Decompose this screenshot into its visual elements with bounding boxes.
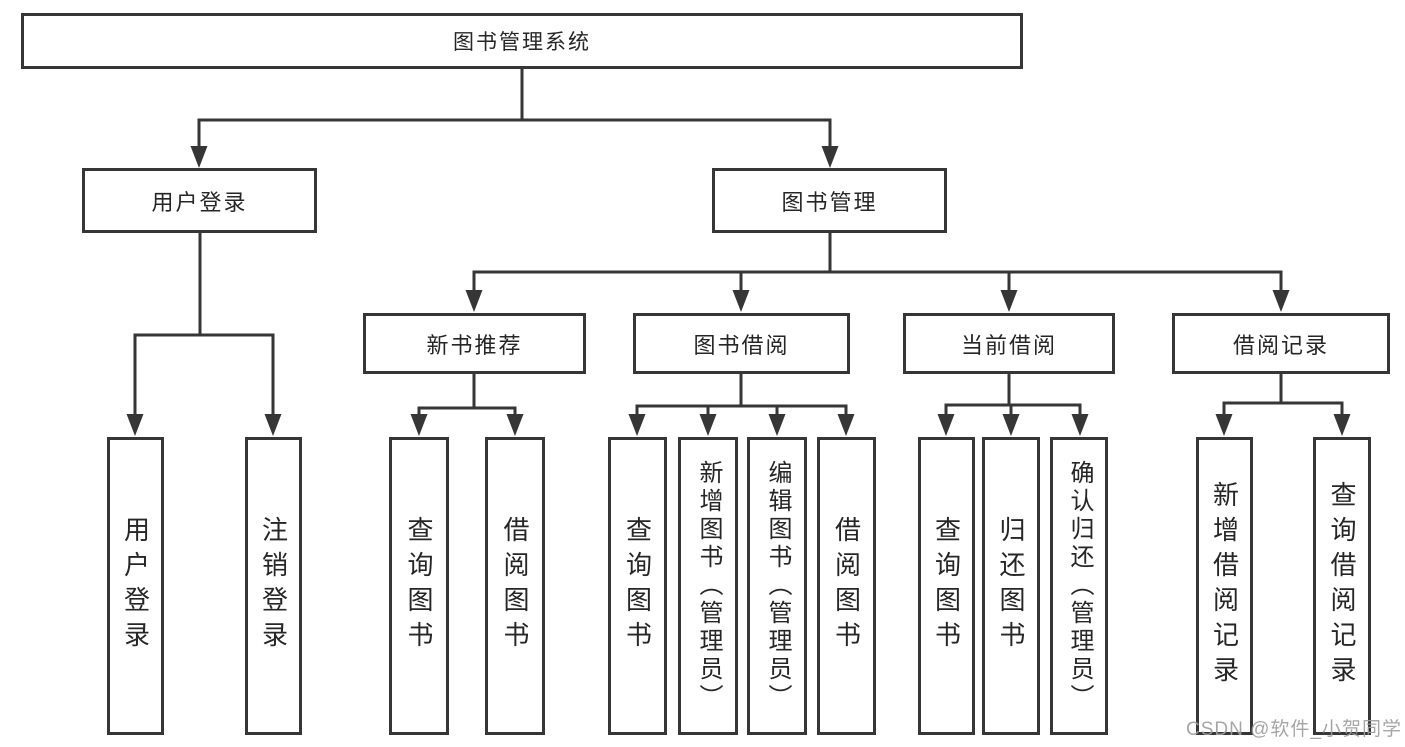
node-book-management: 图书管理: [712, 168, 947, 233]
leaf-logout: 注销登录: [245, 437, 302, 735]
leaf-borrow-books: 借阅图书: [817, 437, 876, 735]
node-label: 图书管理系统: [453, 31, 591, 54]
leaf-label: 查询图书: [404, 516, 434, 656]
arrowhead-icons: [126, 146, 1351, 436]
csdn-watermark: CSDN @软件_小贺同学: [1186, 719, 1402, 740]
node-borrow-records: 借阅记录: [1172, 313, 1390, 374]
node-current-borrow: 当前借阅: [903, 313, 1115, 374]
leaf-label: 借阅图书: [831, 516, 862, 656]
node-library-management-system: 图书管理系统: [21, 13, 1023, 69]
leaf-return-book: 归还图书: [982, 437, 1040, 735]
leaf-confirm-return-admin: 确认归还（管理员）: [1050, 437, 1108, 735]
node-label: 借阅记录: [1232, 332, 1329, 358]
leaf-borrow-books: 借阅图书: [485, 437, 545, 735]
leaf-user-login: 用户登录: [107, 437, 164, 735]
leaf-label: 新增图书（管理员）: [695, 460, 722, 712]
leaf-label: 用户登录: [120, 516, 151, 656]
leaf-label: 查询借阅记录: [1327, 481, 1357, 691]
leaf-add-borrow-record: 新增借阅记录: [1196, 437, 1253, 735]
leaf-query-borrow-record: 查询借阅记录: [1313, 437, 1371, 735]
leaf-query-books: 查询图书: [608, 437, 667, 735]
leaf-query-books: 查询图书: [918, 437, 975, 735]
node-label: 新书推荐: [426, 332, 523, 358]
leaf-edit-book-admin: 编辑图书（管理员）: [747, 437, 807, 735]
leaf-label: 归还图书: [996, 516, 1026, 656]
leaf-add-book-admin: 新增图书（管理员）: [678, 437, 738, 735]
leaf-label: 编辑图书（管理员）: [764, 460, 791, 712]
leaf-label: 新增借阅记录: [1209, 481, 1240, 691]
node-new-book-recommend: 新书推荐: [363, 313, 586, 374]
node-label: 用户登录: [151, 189, 248, 215]
node-user-login: 用户登录: [82, 168, 317, 233]
leaf-label: 借阅图书: [500, 516, 530, 656]
node-label: 图书管理: [781, 189, 878, 215]
leaf-label: 确认归还（管理员）: [1066, 460, 1093, 712]
leaf-label: 注销登录: [258, 516, 289, 656]
node-label: 图书借阅: [693, 332, 790, 358]
node-label: 当前借阅: [960, 332, 1057, 358]
leaf-label: 查询图书: [622, 516, 653, 656]
leaf-label: 查询图书: [931, 516, 962, 656]
leaf-query-books: 查询图书: [389, 437, 449, 735]
node-book-borrow: 图书借阅: [633, 313, 850, 374]
